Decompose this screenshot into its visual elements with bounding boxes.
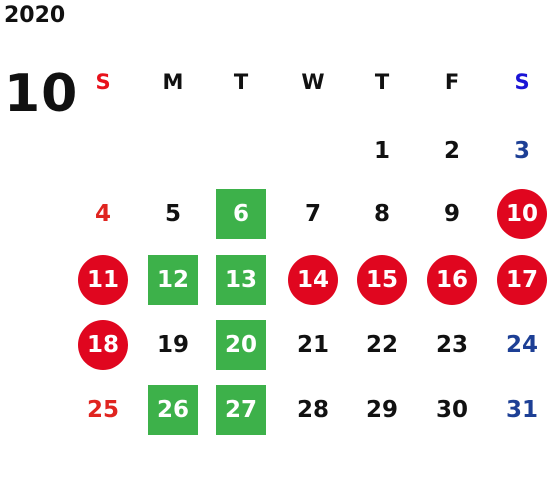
- day-27[interactable]: 27: [216, 385, 266, 435]
- day-8[interactable]: 8: [373, 201, 390, 227]
- weekday-1: M: [162, 70, 184, 94]
- weekday-2: T: [233, 70, 249, 94]
- day-11[interactable]: 11: [78, 255, 128, 305]
- day-7[interactable]: 7: [304, 201, 321, 227]
- day-16[interactable]: 16: [427, 255, 477, 305]
- day-29[interactable]: 29: [365, 397, 398, 423]
- day-31[interactable]: 31: [505, 397, 538, 423]
- weekday-6: S: [514, 70, 530, 94]
- day-23[interactable]: 23: [435, 332, 468, 358]
- weekday-0: S: [95, 70, 111, 94]
- day-26[interactable]: 26: [148, 385, 198, 435]
- day-25[interactable]: 25: [86, 397, 119, 423]
- day-22[interactable]: 22: [365, 332, 398, 358]
- year-label: 2020: [4, 3, 66, 28]
- month-label: 10: [4, 64, 79, 124]
- day-10[interactable]: 10: [497, 189, 547, 239]
- day-1[interactable]: 1: [373, 138, 390, 164]
- day-3[interactable]: 3: [513, 138, 530, 164]
- day-6[interactable]: 6: [216, 189, 266, 239]
- day-18[interactable]: 18: [78, 320, 128, 370]
- day-28[interactable]: 28: [296, 397, 329, 423]
- day-4[interactable]: 4: [94, 201, 111, 227]
- weekday-3: W: [301, 70, 325, 94]
- day-15[interactable]: 15: [357, 255, 407, 305]
- day-30[interactable]: 30: [435, 397, 468, 423]
- day-5[interactable]: 5: [164, 201, 181, 227]
- day-24[interactable]: 24: [505, 332, 538, 358]
- day-20[interactable]: 20: [216, 320, 266, 370]
- day-14[interactable]: 14: [288, 255, 338, 305]
- day-17[interactable]: 17: [497, 255, 547, 305]
- day-12[interactable]: 12: [148, 255, 198, 305]
- day-21[interactable]: 21: [296, 332, 329, 358]
- day-13[interactable]: 13: [216, 255, 266, 305]
- day-2[interactable]: 2: [443, 138, 460, 164]
- weekday-5: F: [444, 70, 460, 94]
- day-19[interactable]: 19: [156, 332, 189, 358]
- day-9[interactable]: 9: [443, 201, 460, 227]
- weekday-4: T: [374, 70, 390, 94]
